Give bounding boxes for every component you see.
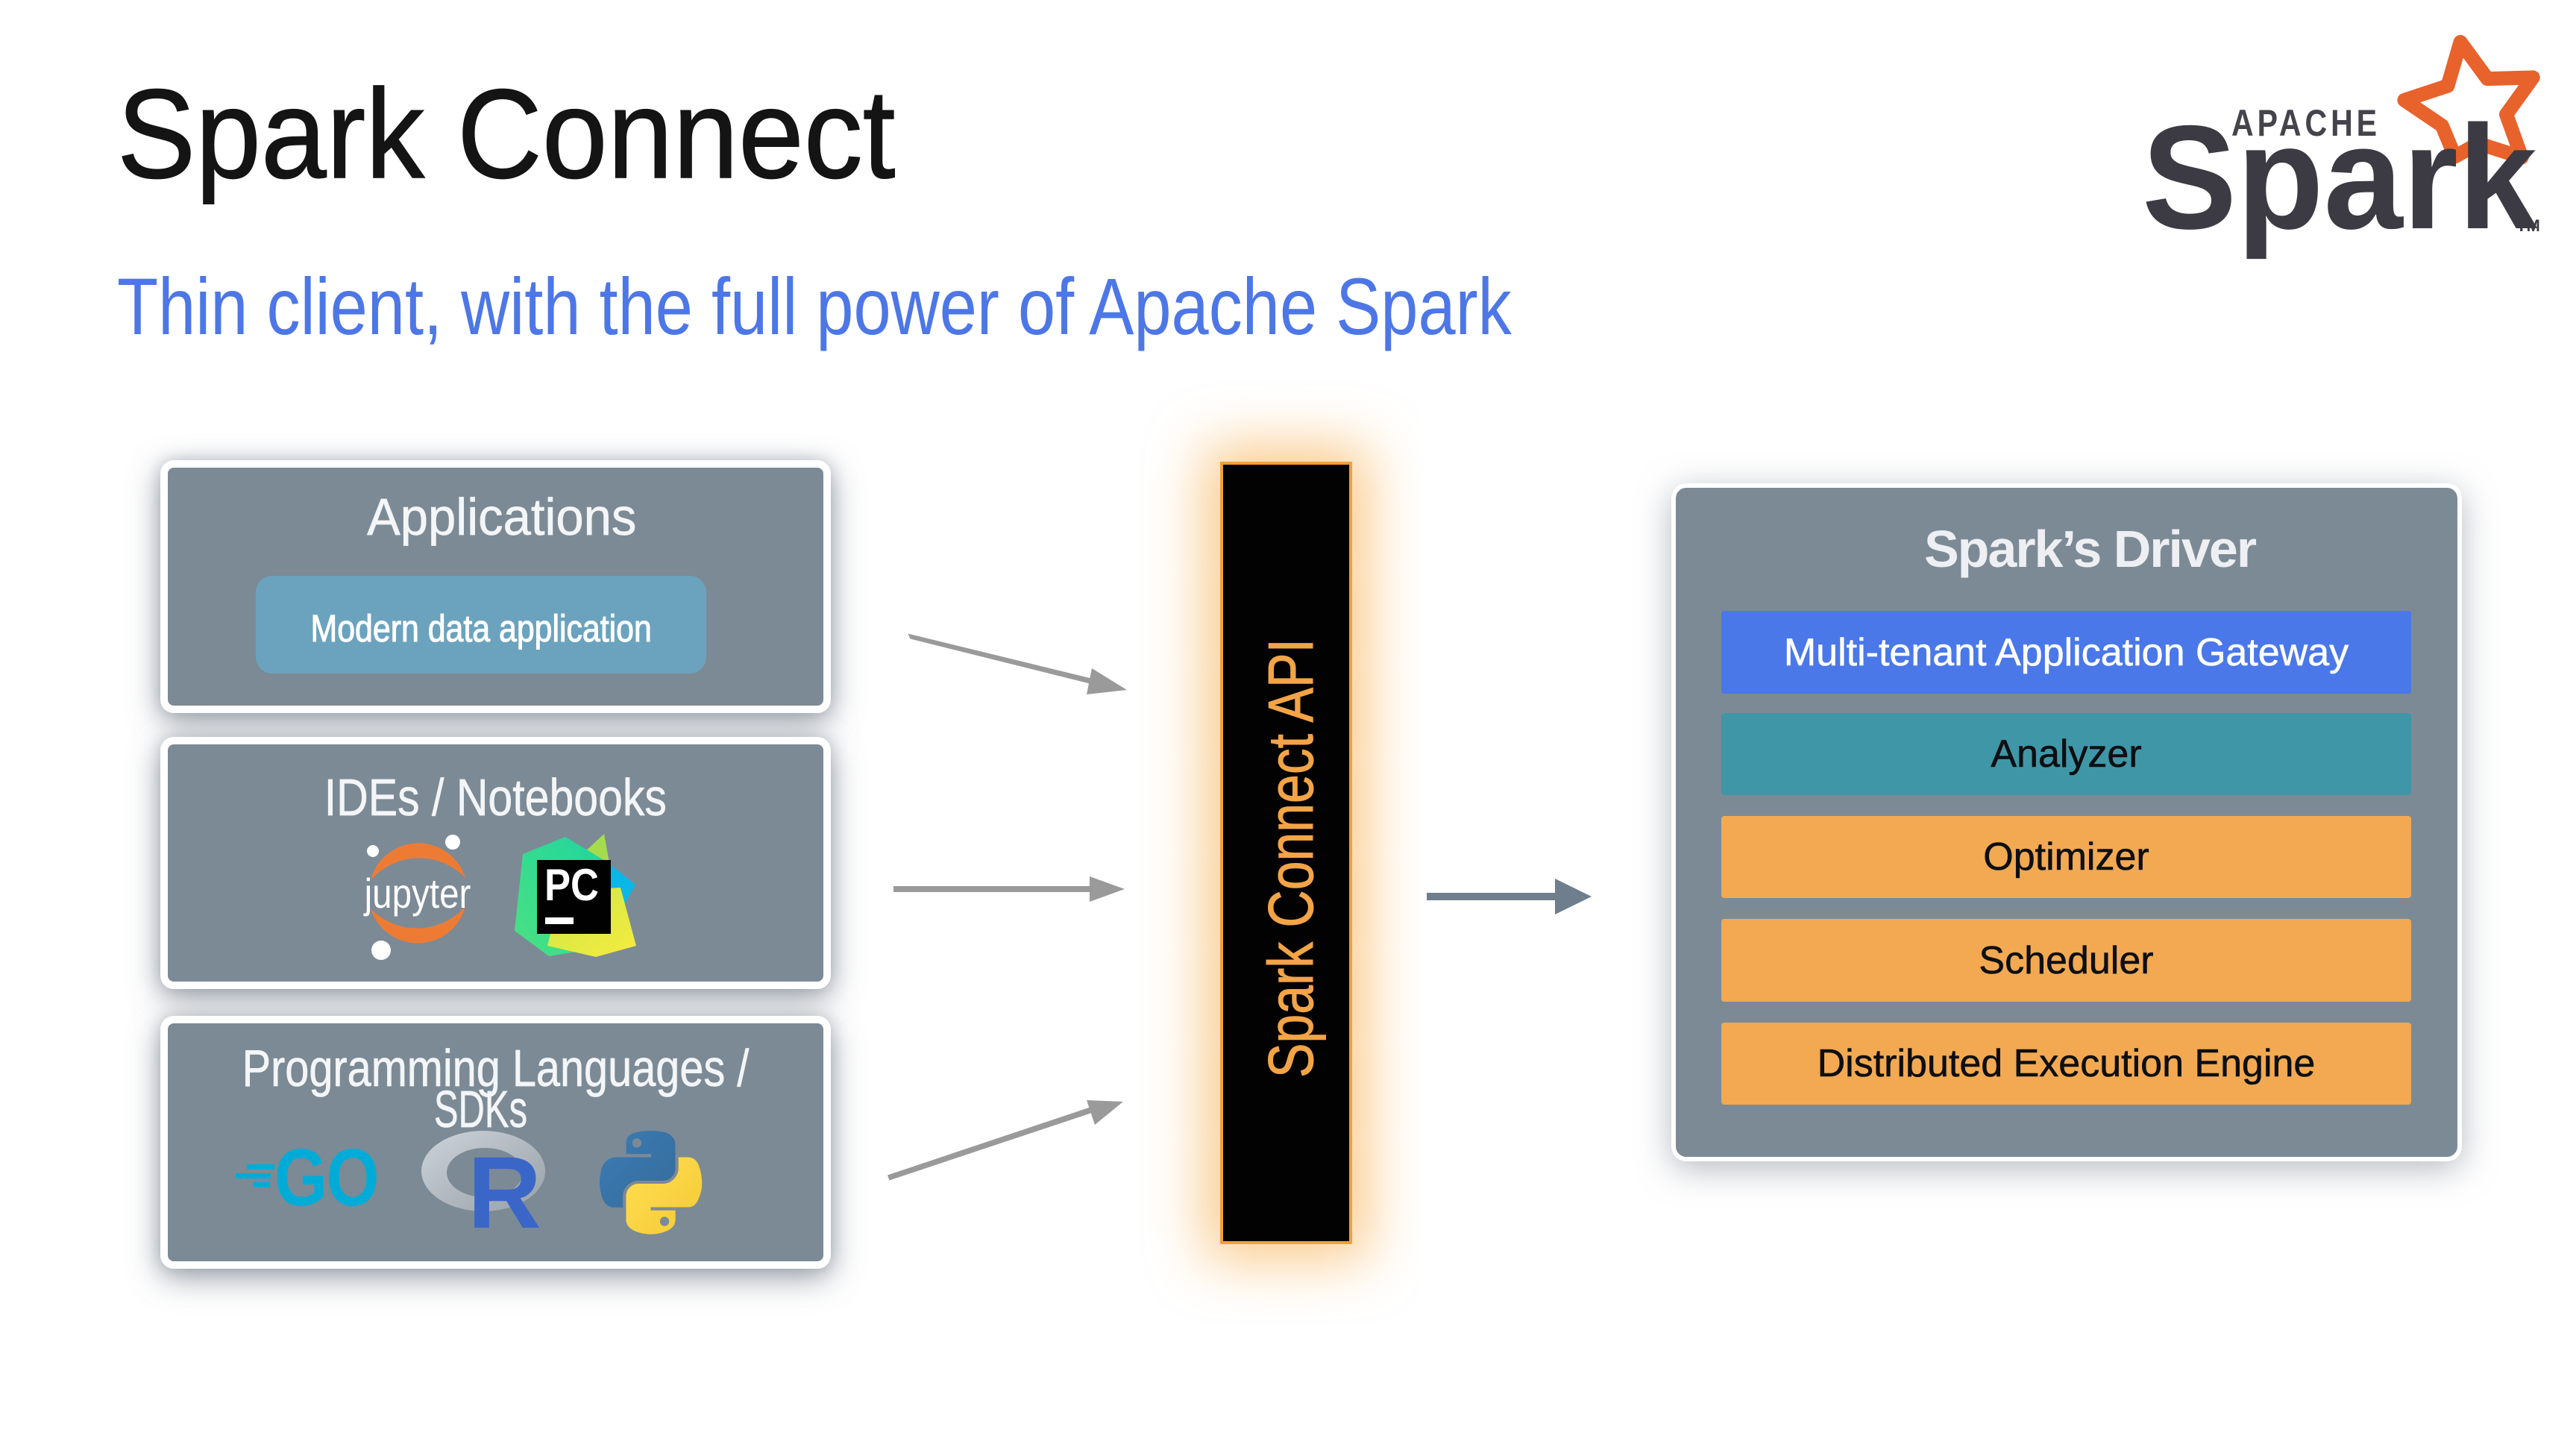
svg-text:Spark: Spark xyxy=(2142,95,2538,260)
svg-text:GO: GO xyxy=(274,1133,378,1223)
svg-text:APACHE: APACHE xyxy=(2231,102,2381,144)
svg-text:R: R xyxy=(468,1136,541,1250)
svg-text:TM: TM xyxy=(2516,216,2540,235)
svg-text:jupyter: jupyter xyxy=(363,870,471,917)
svg-text:PC: PC xyxy=(544,860,599,910)
